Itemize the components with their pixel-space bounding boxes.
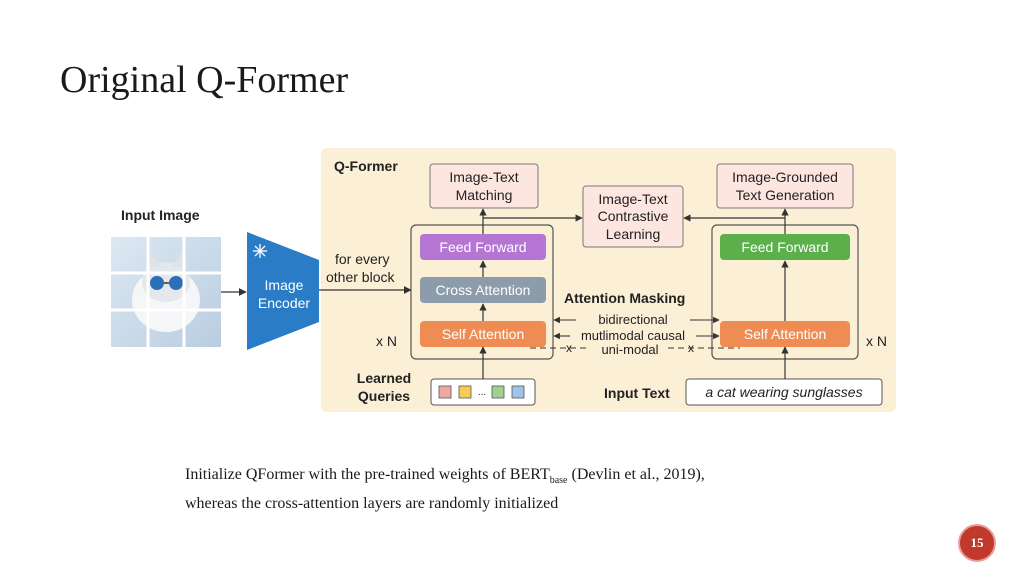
query-token-1 [438, 385, 452, 399]
left-tower [410, 224, 554, 360]
learned-queries-label-line2: Queries [358, 388, 410, 404]
caption-line-1: Initialize QFormer with the pre-trained … [185, 466, 705, 487]
right-repeat-label: x N [866, 333, 887, 349]
left-feed-forward-block [420, 234, 546, 260]
snowflake-icon [253, 244, 267, 258]
caption: Initialize QFormer with the pre-trained … [185, 463, 885, 515]
input-text-label: Input Text [604, 385, 670, 401]
query-token-3 [491, 385, 505, 399]
image-encoder-label-line2: Encoder [258, 295, 310, 311]
itm-block [429, 163, 539, 209]
unimodal-block-mark-right: x [688, 341, 694, 355]
itg-block [716, 163, 854, 209]
image-encoder-block [247, 232, 319, 350]
cross-attention-label: Cross Attention [436, 282, 531, 298]
cross-attention-block [420, 277, 546, 303]
query-token-2 [458, 385, 472, 399]
input-text-box [685, 378, 883, 406]
multimodal-causal-label: mutlimodal causal [581, 328, 685, 343]
itc-label-line3: Learning [606, 226, 661, 242]
itg-label-line2: Text Generation [736, 187, 835, 203]
input-image-label: Input Image [121, 207, 200, 223]
page-number: 15 [970, 535, 984, 550]
unimodal-block-mark-left: x [566, 341, 572, 355]
input-image [111, 237, 221, 347]
left-feed-forward-label: Feed Forward [439, 239, 526, 255]
left-self-attention-block [420, 321, 546, 347]
for-every-other-block-line1: for every [335, 251, 389, 267]
learned-queries-label-line1: Learned [357, 370, 411, 386]
itm-label-line2: Matching [456, 187, 513, 203]
itm-label-line1: Image-Text [449, 169, 518, 185]
itg-label-line1: Image-Grounded [732, 169, 838, 185]
left-repeat-label: x N [376, 333, 397, 349]
for-every-other-block-line2: other block [326, 269, 395, 285]
itc-label-line1: Image-Text [598, 191, 667, 207]
itc-label-line2: Contrastive [598, 208, 669, 224]
right-self-attention-label: Self Attention [744, 326, 827, 342]
input-text-value: a cat wearing sunglasses [705, 384, 862, 400]
right-feed-forward-label: Feed Forward [741, 239, 828, 255]
unimodal-label: uni-modal [601, 342, 658, 357]
right-self-attention-block [720, 321, 850, 347]
caption-line-2: whereas the cross-attention layers are r… [185, 495, 559, 513]
bidirectional-label: bidirectional [598, 312, 667, 327]
right-feed-forward-block [720, 234, 850, 260]
attention-masking-title: Attention Masking [564, 290, 685, 306]
left-self-attention-label: Self Attention [442, 326, 525, 342]
page-number-badge: 15 [958, 524, 996, 562]
qformer-label: Q-Former [334, 158, 398, 174]
slide-title: Original Q-Former [60, 59, 349, 101]
query-token-4 [511, 385, 525, 399]
itc-block [582, 185, 684, 248]
query-dots: ... [478, 387, 486, 398]
image-encoder-label-line1: Image [265, 277, 304, 293]
